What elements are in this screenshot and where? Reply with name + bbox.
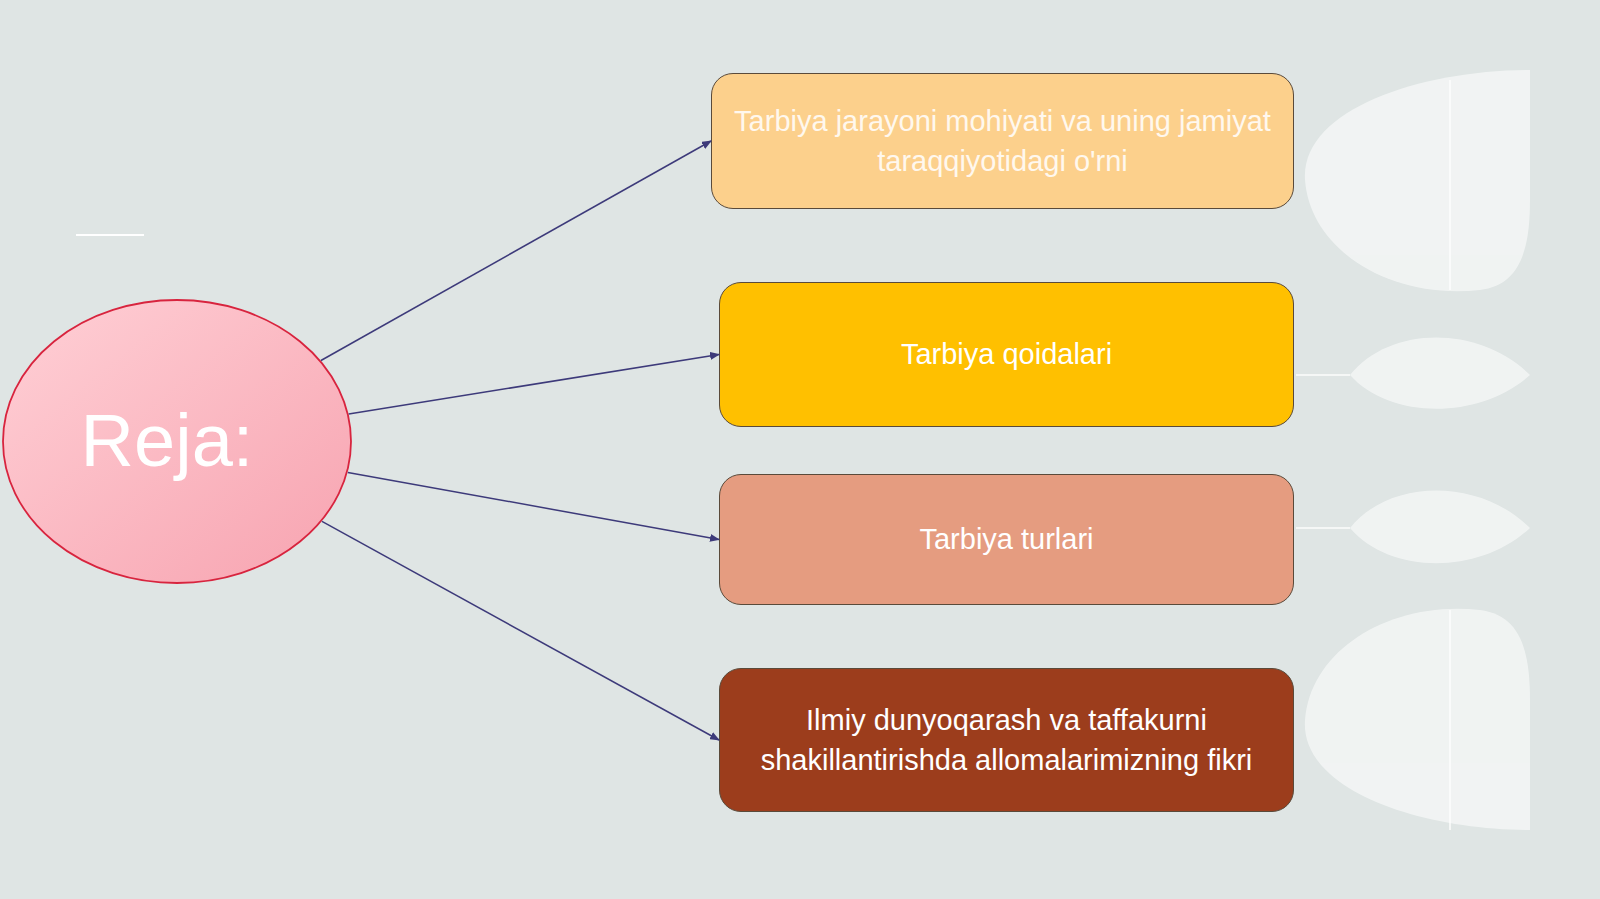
topic-text: Tarbiya turlari <box>919 519 1093 559</box>
title-ellipse: Reja: <box>2 299 352 584</box>
topic-text: Ilmiy dunyoqarash va taffakurni shakilla… <box>738 700 1275 780</box>
topic-text: Tarbiya qoidalari <box>901 334 1112 374</box>
topic-box: Tarbiya jarayoni mohiyati va uning jamiy… <box>711 73 1294 209</box>
leaf-decoration <box>1305 70 1530 830</box>
arrow-connector <box>322 521 719 740</box>
arrow-connector <box>348 472 719 539</box>
decor-line <box>76 234 144 236</box>
topic-box: Ilmiy dunyoqarash va taffakurni shakilla… <box>719 668 1294 812</box>
title-text: Reja: <box>81 390 254 492</box>
topic-text: Tarbiya jarayoni mohiyati va uning jamiy… <box>730 101 1275 181</box>
leaf-stem <box>1296 80 1450 830</box>
topic-box: Tarbiya turlari <box>719 474 1294 605</box>
arrow-connector <box>349 355 719 414</box>
arrow-connector <box>321 141 711 360</box>
topic-box: Tarbiya qoidalari <box>719 282 1294 427</box>
